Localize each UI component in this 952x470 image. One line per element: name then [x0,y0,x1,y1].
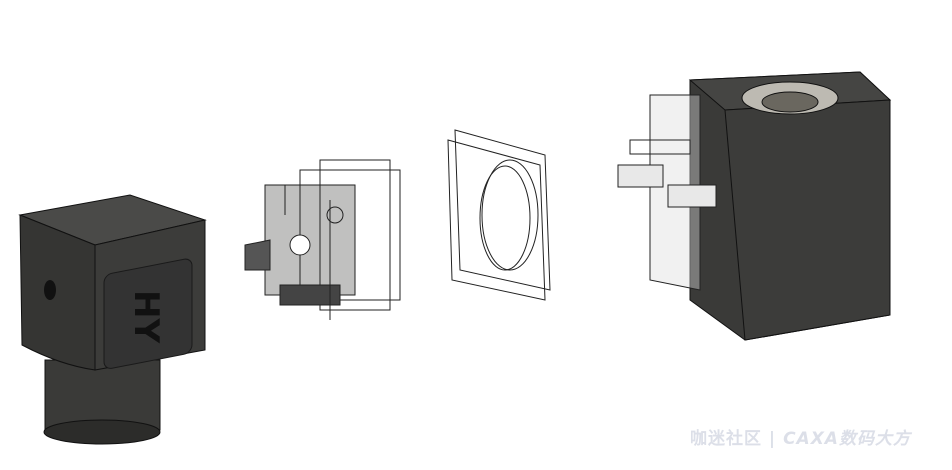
watermark-community: 咖迷社区 [690,429,762,449]
terminal-block [244,159,401,320]
watermark-brand: CAXA数码大方 [783,429,911,449]
watermark-separator: | [768,429,777,449]
gasket [447,129,551,301]
watermark: 咖迷社区 | CAXA数码大方 [690,424,911,449]
connector-marking: HY [126,290,166,343]
connector-housing: HY [18,194,207,445]
solenoid-coil [617,71,892,341]
